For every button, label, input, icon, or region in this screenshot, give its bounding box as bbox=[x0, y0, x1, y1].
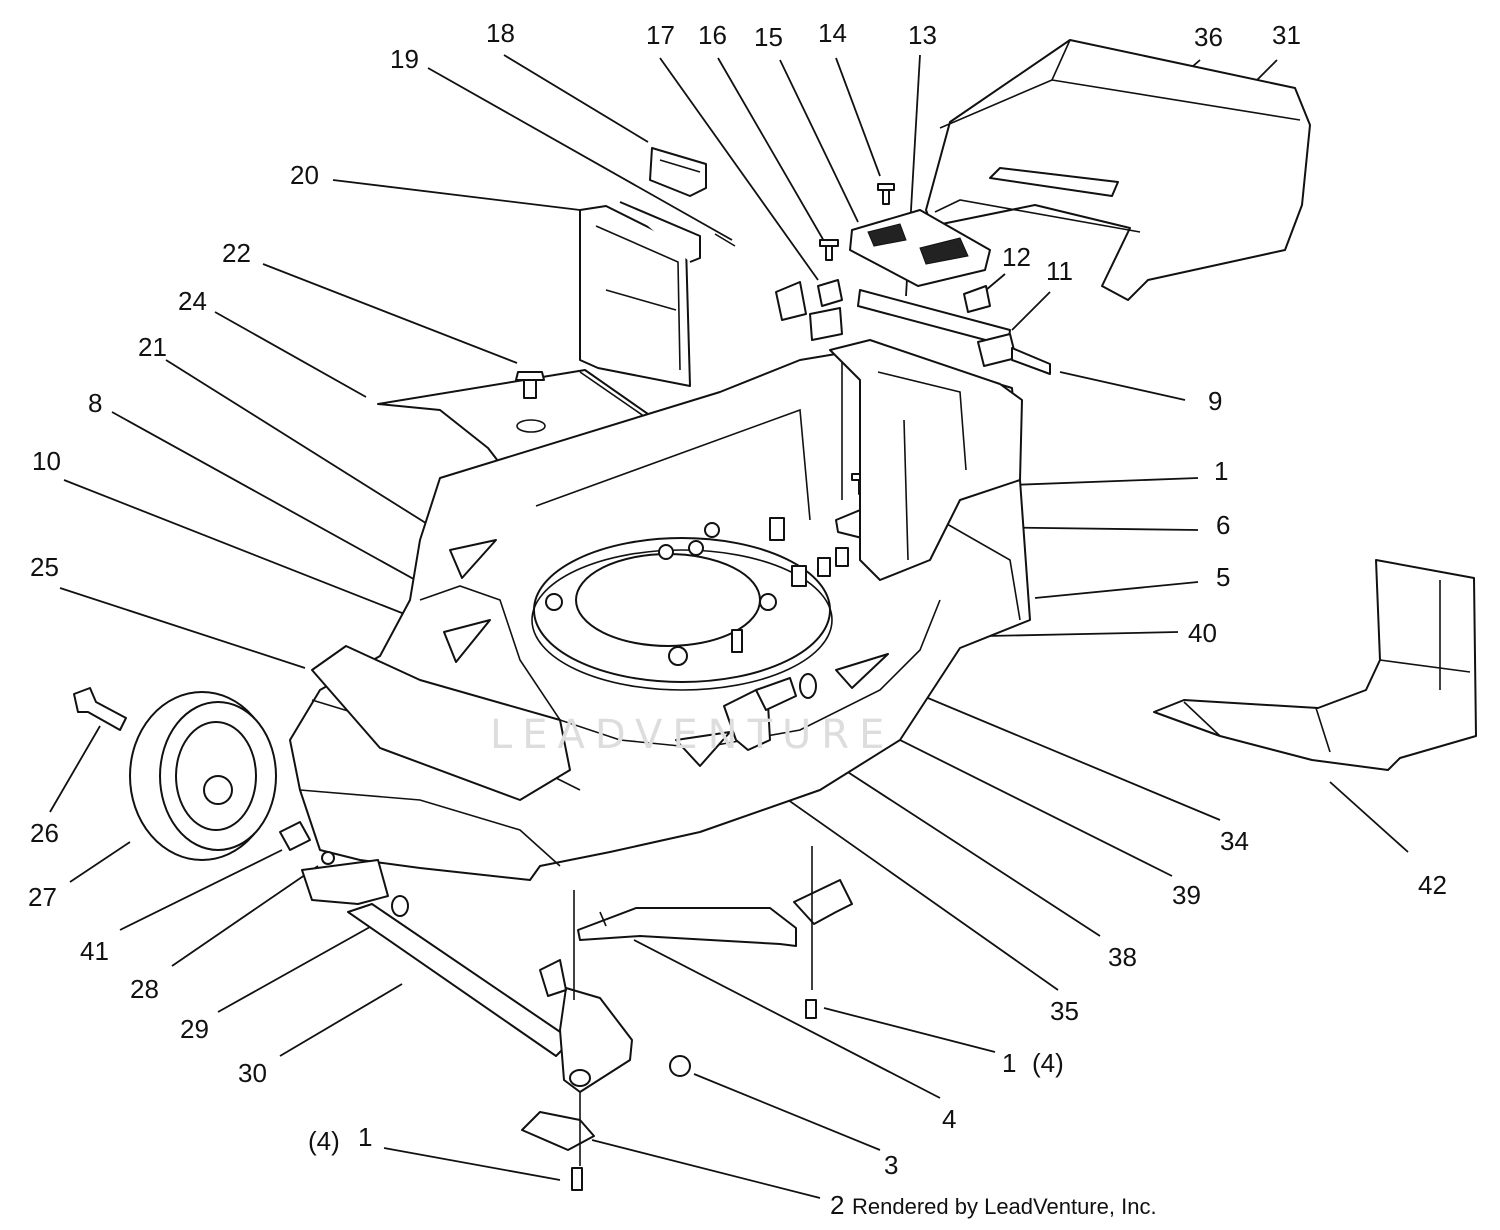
callout-42: 42 bbox=[1418, 870, 1447, 900]
callout-22: 22 bbox=[222, 238, 251, 268]
warning-decals bbox=[443, 539, 889, 767]
callout-16: 16 bbox=[698, 20, 727, 50]
callout-3: 3 bbox=[884, 1150, 899, 1180]
callout-28: 28 bbox=[130, 974, 159, 1004]
hinge-assembly bbox=[775, 183, 1051, 375]
callout-14: 14 bbox=[818, 18, 847, 48]
bagger-lid bbox=[925, 39, 1311, 301]
callout-27: 27 bbox=[28, 882, 57, 912]
callout-26: 26 bbox=[30, 818, 59, 848]
callout-9: 9 bbox=[1208, 386, 1223, 416]
callout-17: 17 bbox=[646, 20, 675, 50]
callout-30: 30 bbox=[238, 1058, 267, 1088]
handle-grip bbox=[649, 147, 707, 197]
side-chute bbox=[1153, 559, 1477, 771]
callout-qty-right: (4) bbox=[1032, 1048, 1064, 1078]
callout-40: 40 bbox=[1188, 618, 1217, 648]
elbow-fitting bbox=[723, 629, 817, 751]
callout-34: 34 bbox=[1220, 826, 1249, 856]
callout-35: 35 bbox=[1050, 996, 1079, 1026]
callout-4: 4 bbox=[942, 1104, 957, 1134]
callout-8: 8 bbox=[88, 388, 103, 418]
callout-36: 36 bbox=[1194, 22, 1223, 52]
callout-5: 5 bbox=[1216, 562, 1231, 592]
callout-19: 19 bbox=[390, 44, 419, 74]
discharge-door bbox=[579, 201, 736, 387]
callout-15: 15 bbox=[754, 22, 783, 52]
render-credit: Rendered by LeadVenture, Inc. bbox=[852, 1194, 1157, 1219]
callout-39: 39 bbox=[1172, 880, 1201, 910]
wheel-assembly bbox=[73, 687, 335, 865]
callout-20: 20 bbox=[290, 160, 319, 190]
callout-18: 18 bbox=[486, 18, 515, 48]
callout-41: 41 bbox=[80, 936, 109, 966]
callout-38: 38 bbox=[1108, 942, 1137, 972]
callout-6: 6 bbox=[1216, 510, 1231, 540]
watermark: LEADVENTURE bbox=[490, 712, 895, 758]
callout-10: 10 bbox=[32, 446, 61, 476]
callout-12: 12 bbox=[1002, 242, 1031, 272]
callout-24: 24 bbox=[178, 286, 207, 316]
callout-11: 11 bbox=[1046, 256, 1073, 286]
rear-frame bbox=[829, 339, 1023, 581]
callout-2: 2 bbox=[830, 1190, 845, 1220]
callout-31: 31 bbox=[1272, 20, 1301, 50]
height-adjuster bbox=[577, 846, 853, 1019]
callout-1-upper: 1 bbox=[1214, 456, 1229, 486]
callout-1-right: 1 bbox=[1002, 1048, 1017, 1078]
callout-21: 21 bbox=[138, 332, 167, 362]
callout-29: 29 bbox=[180, 1014, 209, 1044]
callout-25: 25 bbox=[30, 552, 59, 582]
rear-axle bbox=[301, 859, 691, 1191]
callout-qty-left: (4) bbox=[308, 1126, 340, 1156]
blade-ring bbox=[531, 522, 833, 691]
callout-1-left: 1 bbox=[358, 1122, 373, 1152]
callout-13: 13 bbox=[908, 20, 937, 50]
